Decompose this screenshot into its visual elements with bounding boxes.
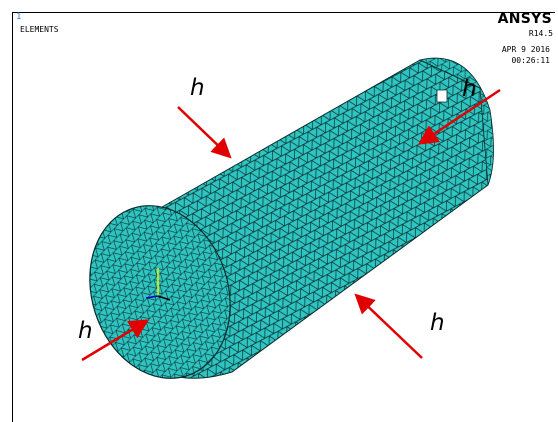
- plot-type-label: ELEMENTS: [20, 25, 59, 34]
- arrow-bottom-left: [81, 319, 150, 362]
- h-label-top-left: h: [190, 75, 205, 101]
- date-label: APR 9 2016: [501, 45, 550, 54]
- arrow-top-right: [417, 88, 501, 145]
- ansys-logo: ANSYS: [497, 11, 552, 27]
- arrow-top-left: [177, 106, 232, 159]
- window-number: 1: [16, 12, 22, 22]
- arrow-bottom-right: [354, 293, 423, 359]
- h-label-bottom-left: h: [78, 318, 93, 344]
- version-label: R14.5: [528, 29, 553, 38]
- h-label-bottom-right: h: [430, 310, 445, 336]
- time-label: 00:26:11: [511, 56, 550, 65]
- cylinder-mesh: [89, 57, 494, 379]
- coordinate-triad-icon: [145, 268, 171, 301]
- h-label-top-right: h: [462, 76, 477, 102]
- load-arrows: [81, 88, 501, 362]
